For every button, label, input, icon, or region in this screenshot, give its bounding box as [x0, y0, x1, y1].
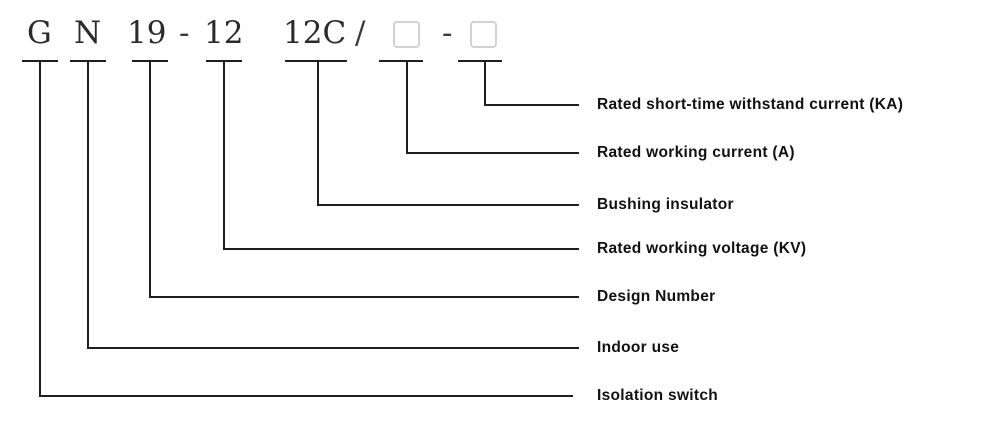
leader-vertical-indoor-use	[87, 60, 89, 349]
underline-bar-box2	[458, 60, 502, 62]
leader-horizontal-indoor-use	[87, 347, 579, 349]
code-placeholder-box-box1	[393, 21, 420, 48]
underline-bar-box1	[379, 60, 423, 62]
leader-vertical-working-voltage	[223, 60, 225, 250]
leader-vertical-bushing-insulator	[317, 60, 319, 206]
code-segment-n: N	[74, 15, 102, 51]
leader-vertical-working-current	[406, 60, 408, 154]
leader-horizontal-bushing-insulator	[317, 204, 579, 206]
leader-horizontal-working-current	[406, 152, 579, 154]
label-isolation-switch: Isolation switch	[597, 387, 719, 404]
leader-horizontal-working-voltage	[223, 248, 579, 250]
code-placeholder-box-box2	[470, 21, 497, 48]
leader-horizontal-isolation-switch	[39, 395, 573, 397]
leader-vertical-isolation-switch	[39, 60, 41, 397]
code-separator-dash1: -	[179, 15, 190, 51]
code-segment-12: 12	[204, 15, 244, 51]
label-working-voltage: Rated working voltage (KV)	[597, 240, 807, 257]
underline-bar-12c	[285, 60, 347, 62]
code-segment-g: G	[27, 15, 52, 51]
code-segment-19: 19	[127, 15, 167, 51]
code-segment-12c: 12C	[283, 15, 347, 51]
leader-vertical-design-number	[149, 60, 151, 298]
code-separator-dash2: -	[442, 15, 453, 51]
label-bushing-insulator: Bushing insulator	[597, 196, 734, 213]
label-short-time-current: Rated short-time withstand current (KA)	[597, 96, 904, 113]
label-design-number: Design Number	[597, 288, 716, 305]
code-separator-slash: /	[355, 15, 366, 51]
leader-vertical-short-time-current	[484, 60, 486, 106]
leader-horizontal-short-time-current	[484, 104, 579, 106]
label-working-current: Rated working current (A)	[597, 144, 795, 161]
leader-horizontal-design-number	[149, 296, 579, 298]
label-indoor-use: Indoor use	[597, 339, 680, 356]
